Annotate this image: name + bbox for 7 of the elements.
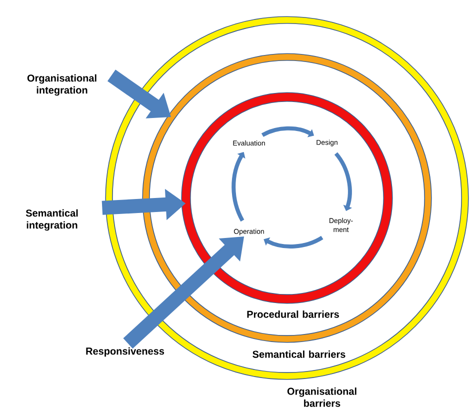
node-label: Organisational integration <box>27 74 96 96</box>
cycle-arrow <box>264 236 324 248</box>
node-label: Responsiveness <box>86 347 164 357</box>
node-label: Organisational barriers <box>287 388 356 407</box>
node-label: Semantical integration <box>26 209 78 231</box>
node-label: Procedural barriers <box>247 310 339 318</box>
node-label: Semantical barriers <box>252 350 346 358</box>
